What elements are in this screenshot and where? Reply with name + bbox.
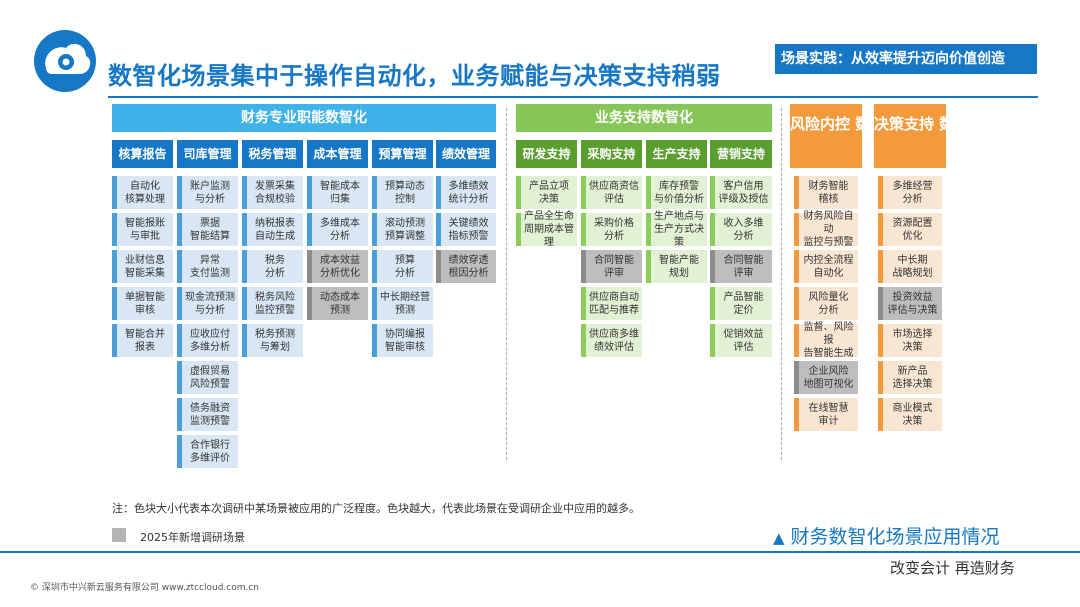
scenario-cell: 产品智能 定价: [710, 287, 772, 320]
scenario-cell: 业财信息 智能采集: [112, 250, 173, 283]
scenario-cell: 纳税报表 自动生成: [242, 213, 303, 246]
scenario-cell: 合同智能 评审: [710, 250, 772, 283]
divider-right: [781, 108, 782, 460]
scenario-cell: 产品全生命 周期成本管理: [516, 211, 577, 248]
column-header: 绩效管理: [436, 140, 496, 168]
scenario-cell: 多维绩效 统计分析: [436, 176, 496, 209]
scenario-cell: 发票采集 合规校验: [242, 176, 303, 209]
scenario-cell: 供应商自动 匹配与推荐: [581, 287, 642, 320]
footnote: 注：色块大小代表本次调研中某场景被应用的广泛程度。色块越大，代表此场景在受调研企…: [112, 502, 640, 515]
scenario-cell: 智能产能 规划: [646, 250, 707, 283]
scenario-cell: 供应商多维 绩效评估: [581, 324, 642, 357]
scenario-cell: 财务智能 稽核: [794, 176, 858, 209]
column-header: 核算报告: [112, 140, 173, 168]
scenario-cell: 债务融资 监测预警: [177, 398, 238, 431]
scenario-cell: 客户信用 评级及授信: [710, 176, 772, 209]
scenario-cell: 票据 智能结算: [177, 213, 238, 246]
divider-left: [506, 108, 507, 460]
scenario-cell: 风险量化 分析: [794, 287, 858, 320]
scenario-cell: 生产地点与 生产方式决策: [646, 211, 707, 248]
scenario-cell: 产品立项 决策: [516, 176, 577, 209]
scenario-cell: 协同编报 智能审核: [372, 324, 433, 357]
scenario-cell: 税务 分析: [242, 250, 303, 283]
scenario-cell: 中长期 战略规划: [878, 250, 942, 283]
scenario-cell: 市场选择 决策: [878, 324, 942, 357]
copyright: © 深圳市中兴新云服务有限公司 www.ztccloud.com.cn: [30, 583, 260, 593]
slogan: 改变会计 再造财务: [890, 559, 1015, 577]
figure-caption-text: 财务数智化场景应用情况: [790, 526, 1000, 548]
scenario-cell: 资源配置 优化: [878, 213, 942, 246]
scenario-cell: 动态成本 预测: [307, 287, 368, 320]
scenario-cell: 绩效穿透 根因分析: [436, 250, 496, 283]
column-header: 预算管理: [372, 140, 433, 168]
group-header-finance: 财务专业职能数智化: [112, 104, 496, 132]
scenario-cell: 商业模式 决策: [878, 398, 942, 431]
scenario-cell: 税务风险 监控预警: [242, 287, 303, 320]
column-header: 成本管理: [307, 140, 368, 168]
column-header: 采购支持: [581, 140, 642, 168]
group-header-business: 业务支持数智化: [516, 104, 772, 132]
scenario-cell: 账户监测 与分析: [177, 176, 238, 209]
scenario-cell: 企业风险 地图可视化: [794, 361, 858, 394]
company-logo-icon: [34, 30, 96, 92]
scenario-cell: 关键绩效 指标预警: [436, 213, 496, 246]
scenario-cell: 智能成本 归集: [307, 176, 368, 209]
scenario-cell: 税务预测 与筹划: [242, 324, 303, 357]
scenario-cell: 供应商资信 评估: [581, 176, 642, 209]
group-header-risk: 风险内控 数智化: [790, 104, 900, 168]
scenario-cell: 虚假贸易 风险预警: [177, 361, 238, 394]
scenario-cell: 预算动态 控制: [372, 176, 433, 209]
column-header: 研发支持: [516, 140, 577, 168]
figure-caption: ▲ 财务数智化场景应用情况: [773, 522, 1000, 549]
scenario-cell: 中长期经营 预测: [372, 287, 433, 320]
scenario-cell: 智能报账 与审批: [112, 213, 173, 246]
group-header-decision: 决策支持 数智化: [874, 104, 984, 168]
scenario-cell: 多维经营 分析: [878, 176, 942, 209]
page-title: 数智化场景集中于操作自动化，业务赋能与决策支持稍弱: [108, 62, 721, 90]
scenario-cell: 内控全流程 自动化: [794, 250, 858, 283]
scenario-cell: 成本效益 分析优化: [307, 250, 368, 283]
scenario-cell: 财务风险自动 监控与预警: [794, 211, 858, 248]
scenario-cell: 单据智能 审核: [112, 287, 173, 320]
scenario-cell: 预算 分析: [372, 250, 433, 283]
header-divider: [108, 96, 1038, 98]
scenario-cell: 自动化 核算处理: [112, 176, 173, 209]
legend-swatch: [112, 528, 126, 542]
scenario-cell: 促销效益 评估: [710, 324, 772, 357]
scenario-cell: 应收应付 多维分析: [177, 324, 238, 357]
column-header: 营销支持: [710, 140, 772, 168]
scene-badge: 场景实践：从效率提升迈向价值创造: [775, 44, 1037, 74]
scenario-cell: 采购价格 分析: [581, 213, 642, 246]
scenario-cell: 智能合并 报表: [112, 324, 173, 357]
scenario-cell: 新产品 选择决策: [878, 361, 942, 394]
scenario-cell: 现金流预测 与分析: [177, 287, 238, 320]
scenario-cell: 异常 支付监测: [177, 250, 238, 283]
column-header: 司库管理: [177, 140, 238, 168]
scenario-cell: 库存预警 与价值分析: [646, 176, 707, 209]
scenario-cell: 合作银行 多维评价: [177, 435, 238, 468]
footer-divider: [0, 551, 1080, 553]
scenario-cell: 多维成本 分析: [307, 213, 368, 246]
column-header: 生产支持: [646, 140, 707, 168]
scenario-cell: 收入多维 分析: [710, 213, 772, 246]
column-header: 税务管理: [242, 140, 303, 168]
legend-label: 2025年新增调研场景: [140, 531, 245, 544]
scenario-cell: 合同智能 评审: [581, 250, 642, 283]
scenario-cell: 滚动预测 预算调整: [372, 213, 433, 246]
scenario-cell: 监督、风险报 告智能生成: [794, 322, 858, 359]
scenario-cell: 投资效益 评估与决策: [878, 287, 942, 320]
triangle-icon: ▲: [773, 529, 785, 547]
scenario-cell: 在线智慧 审计: [794, 398, 858, 431]
